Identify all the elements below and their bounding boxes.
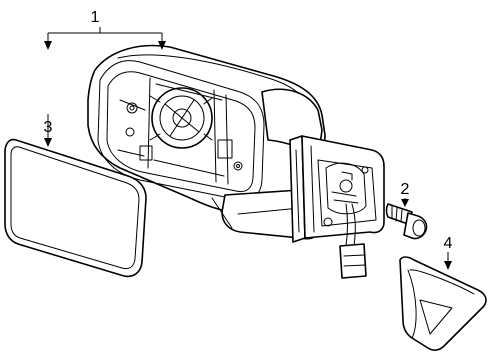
corner-trim-cover xyxy=(399,256,487,351)
callout-label-4: 4 xyxy=(444,235,453,252)
callout-3: 3 xyxy=(44,114,53,147)
callout-1: 1 xyxy=(44,9,166,50)
callout-4: 4 xyxy=(444,235,453,270)
callout-label-1: 1 xyxy=(91,9,100,26)
callout-2: 2 xyxy=(401,181,410,207)
mirror-housing-assembly xyxy=(87,44,385,279)
callout-label-2: 2 xyxy=(401,181,410,198)
mounting-screw xyxy=(385,203,428,240)
mirror-glass xyxy=(4,138,147,278)
